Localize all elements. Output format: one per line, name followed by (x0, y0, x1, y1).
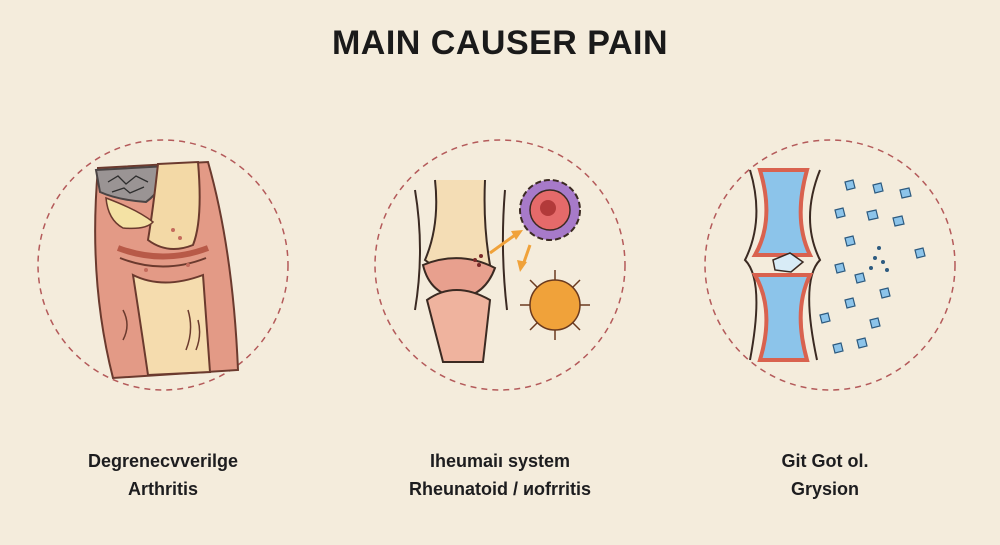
dashed-circle (704, 139, 956, 391)
inflammation-burst-icon (520, 270, 590, 340)
caption-line2: Arthritis (127, 479, 198, 499)
worn-cartilage (105, 196, 155, 230)
caption-line1: Degrenecvverilge (87, 451, 239, 471)
inflamed-joint-illustration (374, 139, 626, 391)
degenerative-arthritis-panel (28, 130, 298, 400)
rheumatoid-panel (365, 130, 635, 400)
caption-line1: Git Got ol. (781, 451, 869, 471)
caption-rheumatoid: Iheumaiı system Rheunatoid / ᴎofrritis (340, 447, 660, 503)
caption-line1: Iheumaiı system (429, 451, 571, 471)
degenerative-joint-illustration (37, 139, 289, 391)
caption-gout: Git Got ol. Grysion (665, 447, 985, 503)
page-title: MAIN CAUSER PAIN (331, 24, 669, 62)
caption-line2: Rheunatoid / ᴎofrritis (408, 479, 592, 499)
caption-degenerative: Degrenecvverilge Arthritis (3, 447, 323, 503)
arrow-icon (489, 233, 516, 255)
crystal-icons (819, 179, 926, 354)
gout-panel (695, 130, 965, 400)
dashed-circle (37, 139, 289, 391)
dashed-circle (374, 139, 626, 391)
caption-line2: Grysion (790, 479, 860, 499)
crystal-joint-illustration (704, 139, 956, 391)
